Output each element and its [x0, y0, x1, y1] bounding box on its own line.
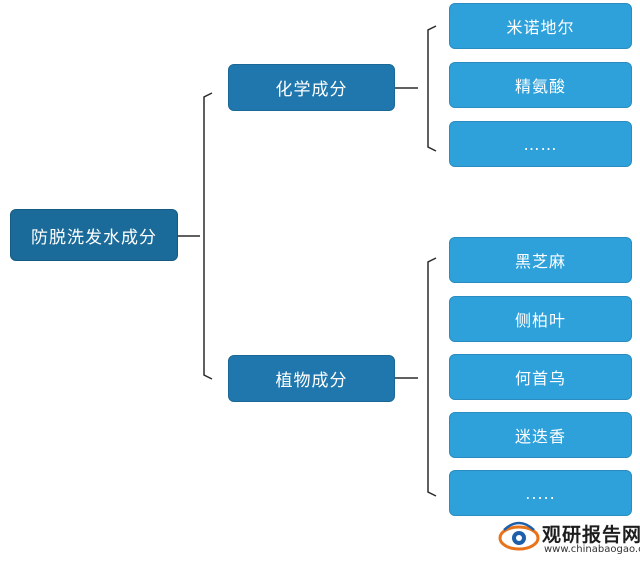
- leaf-node: ……: [449, 121, 632, 167]
- watermark-text-en: www.chinabaogao.com: [544, 544, 640, 555]
- leaf-node: 精氨酸: [449, 62, 632, 108]
- leaf-node: .....: [449, 470, 632, 516]
- logo-eye-icon: [498, 521, 540, 551]
- root-bracket: [203, 92, 213, 380]
- root-node: 防脱洗发水成分: [10, 209, 178, 261]
- leaf-node: 何首乌: [449, 354, 632, 400]
- branch-2-bracket: [427, 257, 437, 497]
- watermark-text-cn: 观研报告网: [542, 524, 640, 546]
- watermark-logo: 观研报告网 www.chinabaogao.com: [498, 518, 640, 558]
- leaf-node: 黑芝麻: [449, 237, 632, 283]
- leaf-node: 侧柏叶: [449, 296, 632, 342]
- leaf-node: 迷迭香: [449, 412, 632, 458]
- branch-1-bracket: [427, 25, 437, 152]
- leaf-node: 米诺地尔: [449, 3, 632, 49]
- branch-node-chemical: 化学成分: [228, 64, 395, 111]
- branch-node-plant: 植物成分: [228, 355, 395, 402]
